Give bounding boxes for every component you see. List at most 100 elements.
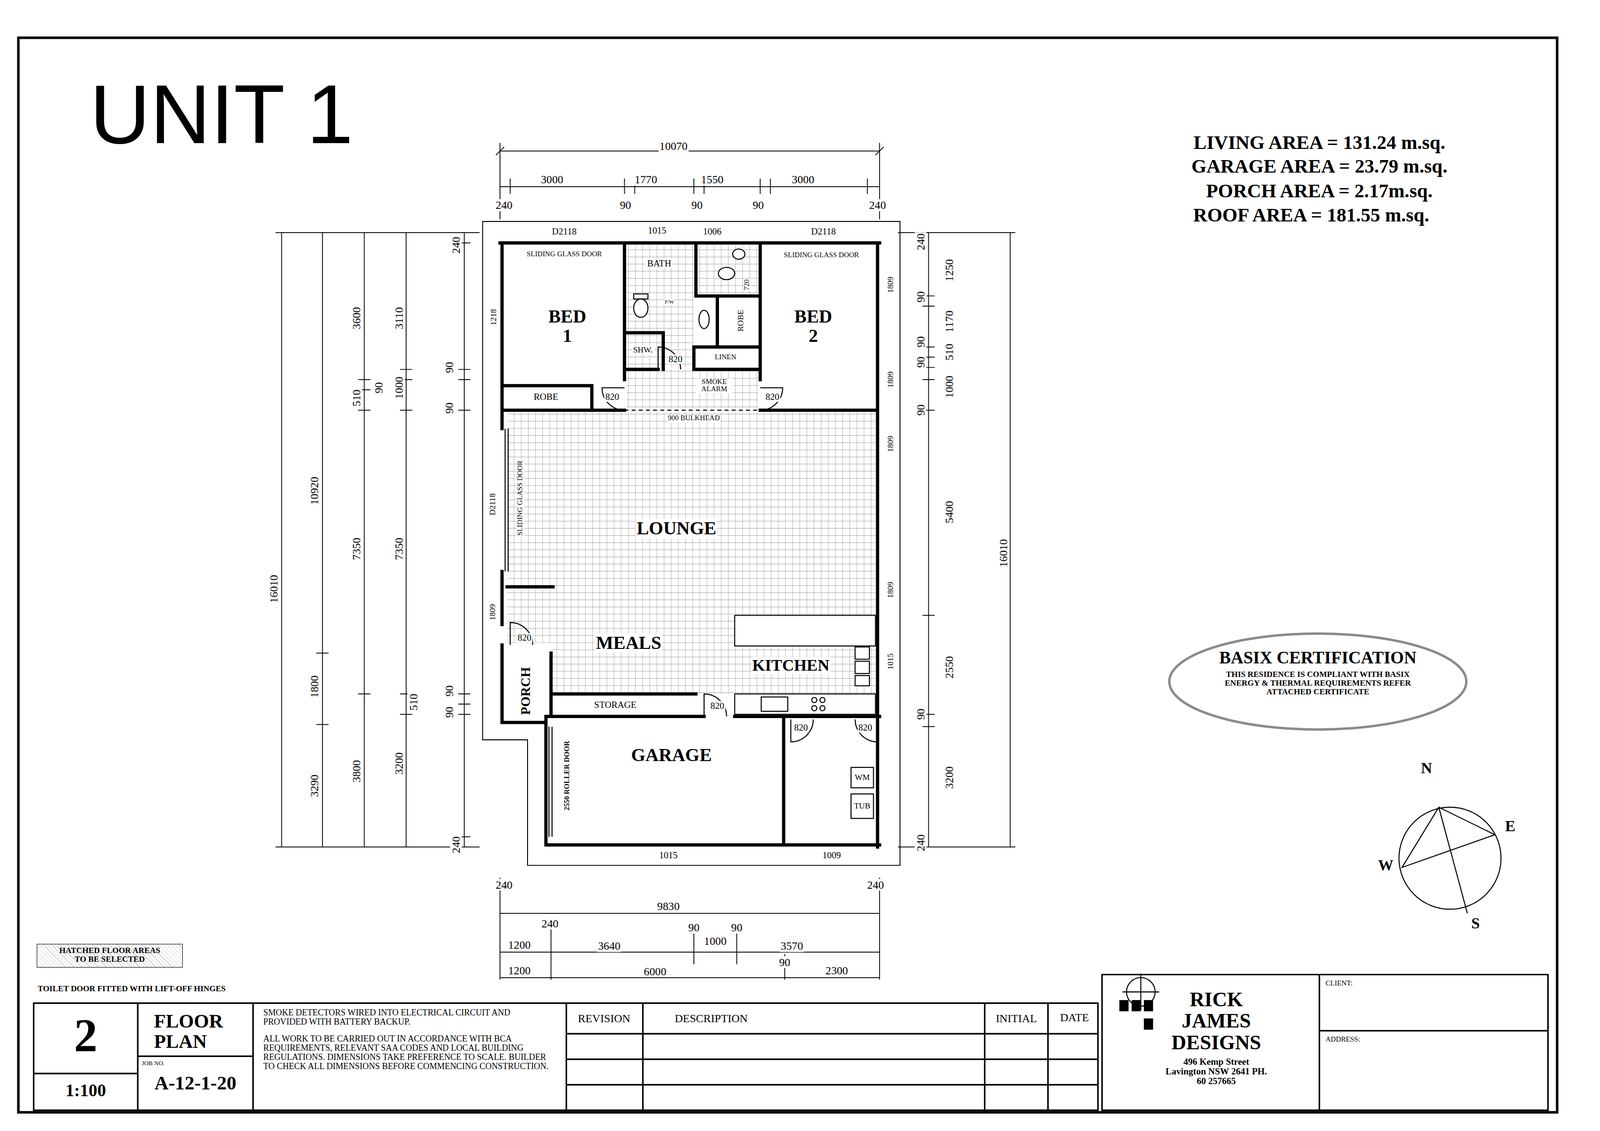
room-name: LOUNGE (635, 518, 718, 539)
dimension-value: 10920 (308, 475, 321, 506)
appliance (854, 675, 870, 686)
basin (699, 310, 710, 329)
compass-letter: S (1470, 915, 1482, 932)
dimension-value: 1809 (488, 602, 498, 622)
plan-note: WM (853, 773, 871, 782)
dimension-value: 90 (372, 381, 385, 395)
table-header: REVISION (576, 1012, 632, 1025)
dimension-value: 1218 (489, 308, 499, 327)
dimension-value: D2118 (550, 226, 578, 237)
area-summary: PORCH AREA = 2.17m.sq. (1205, 180, 1434, 202)
dimension-lines (275, 142, 1016, 980)
ellipse-outline (1169, 633, 1467, 730)
dimension-value: 510 (350, 388, 362, 408)
dimension-value: 90 (914, 707, 926, 721)
dimension-value: 5400 (942, 499, 955, 525)
plan-note: TOILET DOOR FITTED WITH LIFT-OFF HINGES (36, 984, 227, 994)
dimension-value: 7350 (393, 536, 405, 561)
plan-note: LINEN (713, 353, 737, 362)
dimension-value: 240 (494, 199, 514, 211)
toilet (633, 298, 649, 318)
dimension-value: 1250 (942, 258, 955, 283)
walls (499, 242, 880, 847)
dimension-value: 820 (857, 722, 874, 733)
room-name: BED 2 (791, 307, 837, 346)
tiled-floor (507, 412, 876, 644)
dimension-value: 1200 (507, 964, 532, 977)
plan-note: SLIDING GLASS DOOR (525, 250, 603, 259)
cooktop-burner (820, 697, 826, 703)
dimension-value: 240 (450, 235, 462, 255)
door-swing (510, 347, 878, 743)
roof-outline (482, 221, 900, 866)
sheet-number-cell: 2 (33, 1005, 138, 1074)
node-heading: FLOOR PLAN (154, 1011, 236, 1052)
scale-cell: 1:100 (33, 1073, 138, 1111)
kitchen-bench (734, 693, 876, 715)
dimension-value: 510 (407, 692, 420, 712)
node-heading: BASIX CERTIFICATION (1186, 648, 1449, 668)
tiled-floor (507, 245, 876, 695)
area-summary: LIVING AREA = 131.24 m.sq. (1192, 132, 1447, 153)
node-body: A-12-1-20 (139, 1072, 251, 1094)
dimension-value: 820 (709, 701, 726, 711)
logo-square (1119, 999, 1129, 1012)
compass-letter: E (1504, 818, 1517, 835)
dimension-value: D2118 (488, 492, 498, 516)
node-body: 496 Kemp Street Lavington NSW 2641 PH. 6… (1165, 1056, 1268, 1087)
dimension-value: 820 (667, 354, 684, 365)
dimension-value: 3640 (597, 939, 622, 952)
dimension-value: 90 (914, 355, 926, 369)
compass-letter: W (1377, 857, 1395, 874)
dimension-value: D2118 (809, 226, 837, 237)
dimension-value: 240 (450, 835, 462, 855)
dimension-value: 1170 (942, 309, 955, 334)
dimension-value: 6000 (643, 965, 668, 978)
plan-note: SLIDING GLASS DOOR (782, 251, 860, 260)
table-header: DESCRIPTION (674, 1012, 749, 1025)
table-header: INITIAL (994, 1012, 1038, 1025)
dimension-value: 90 (751, 199, 765, 211)
company-cell: RICK JAMES DESIGNS496 Kemp Street Laving… (1101, 974, 1320, 1111)
dimension-value: 7350 (350, 536, 362, 561)
dimension-value: 1809 (886, 434, 896, 454)
kitchen-island (734, 615, 876, 646)
cooktop-burner (820, 705, 826, 711)
sheet-title: UNIT 1 (89, 72, 354, 157)
dimension-value: 90 (914, 290, 926, 304)
dimension-value: 90 (442, 360, 455, 374)
dimension-value: 240 (494, 879, 514, 891)
sliding-door (505, 428, 553, 837)
dimension-value: 10070 (658, 140, 689, 152)
dimension-value: 510 (942, 342, 955, 362)
area-summary: ROOF AREA = 181.55 m.sq. (1192, 205, 1431, 226)
dimension-value: 16010 (267, 573, 279, 604)
tiled-floor (626, 369, 759, 409)
fixtures (633, 249, 876, 819)
dimension-value: 3000 (540, 173, 565, 186)
dimension-value: 90 (618, 199, 632, 211)
dimension-value: 1000 (703, 935, 728, 947)
plan-note: 2550 ROLLER DOOR (563, 739, 572, 812)
dimension-value: 1009 (821, 850, 842, 861)
plan-note: ROBE (736, 308, 746, 333)
dimension-value: 1809 (886, 580, 896, 600)
hatch-note-box: HATCHED FLOOR AREAS TO BE SELECTED (36, 943, 183, 968)
basin (732, 249, 745, 260)
dimension-value: 1006 (702, 226, 723, 237)
compass-rose (1402, 807, 1496, 913)
table-header: DATE (1059, 1011, 1090, 1024)
plan-note: 900 BULKHEAD (666, 414, 721, 423)
dimension-value: 1809 (886, 275, 896, 294)
dimension-value: 9830 (656, 900, 681, 912)
dimension-value: 240 (914, 232, 926, 252)
dimension-value: 820 (764, 392, 781, 402)
area-summary: GARAGE AREA = 23.79 m.sq. (1190, 156, 1449, 177)
dimension-value: 90 (687, 921, 701, 934)
node-heading: SMOKE DETECTORS WIRED INTO ELECTRICAL CI… (263, 1008, 554, 1027)
dimension-value: 3200 (942, 765, 955, 790)
plan-note: BATH (645, 258, 673, 269)
dimension-value: 90 (442, 705, 455, 719)
dimension-value: 1770 (633, 173, 659, 186)
dimension-value: 240 (868, 199, 888, 211)
